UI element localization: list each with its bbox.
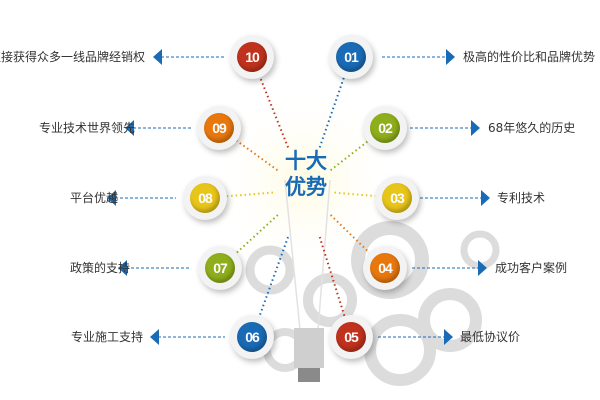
node-number: 09: [204, 113, 234, 143]
advantage-node-03: 03: [375, 176, 419, 220]
node-number: 04: [370, 253, 400, 283]
advantage-node-02: 02: [363, 106, 407, 150]
advantage-node-08: 08: [183, 176, 227, 220]
arrow-head-icon: [446, 49, 455, 65]
arrow-head-icon: [444, 329, 453, 345]
light-bulb-icon: [284, 179, 331, 382]
arrow-head-icon: [471, 120, 480, 136]
advantage-node-07: 07: [198, 246, 242, 290]
node-number: 05: [336, 322, 366, 352]
title-line-1: 十大: [285, 149, 327, 173]
arrow-head-icon: [150, 329, 159, 345]
advantage-label: 专业施工支持: [70, 330, 143, 344]
advantage-node-06: 06: [230, 315, 274, 359]
advantage-label: 68年悠久的历史: [488, 121, 576, 135]
advantage-node-04: 04: [363, 246, 407, 290]
advantage-label: 最低协议价: [460, 330, 521, 344]
center-glow: [210, 85, 400, 275]
node-number: 08: [190, 183, 220, 213]
arrow-head-icon: [125, 120, 134, 136]
advantage-node-01: 01: [329, 35, 373, 79]
advantage-label: 政策的支持: [69, 261, 130, 275]
advantage-label: 成功客户案例: [495, 261, 568, 275]
connector-line: [218, 127, 279, 171]
node-number: 02: [370, 113, 400, 143]
advantage-label: 极高的性价比和品牌优势: [463, 50, 596, 64]
node-number: 06: [237, 322, 267, 352]
arrow-head-icon: [107, 190, 116, 206]
title-line-2: 优势: [285, 175, 327, 199]
node-number: 01: [336, 42, 366, 72]
node-number: 03: [382, 183, 412, 213]
advantage-node-05: 05: [329, 315, 373, 359]
connector-line: [334, 191, 398, 199]
node-number: 10: [237, 42, 267, 72]
arrow-head-icon: [478, 260, 487, 276]
advantage-label: 平台优越: [69, 191, 118, 205]
advantage-label: 直接获得众多一线品牌经销权: [0, 50, 145, 64]
diagram-title: 十大 优势: [282, 148, 330, 200]
arrow-head-icon: [153, 49, 162, 65]
advantage-node-09: 09: [197, 106, 241, 150]
arrow-head-icon: [481, 190, 490, 206]
advantage-label: 专利技术: [497, 191, 546, 205]
node-number: 07: [205, 253, 235, 283]
advantage-node-10: 10: [230, 35, 274, 79]
advantage-label: 专业技术世界领先: [38, 121, 135, 135]
arrow-head-icon: [118, 260, 127, 276]
